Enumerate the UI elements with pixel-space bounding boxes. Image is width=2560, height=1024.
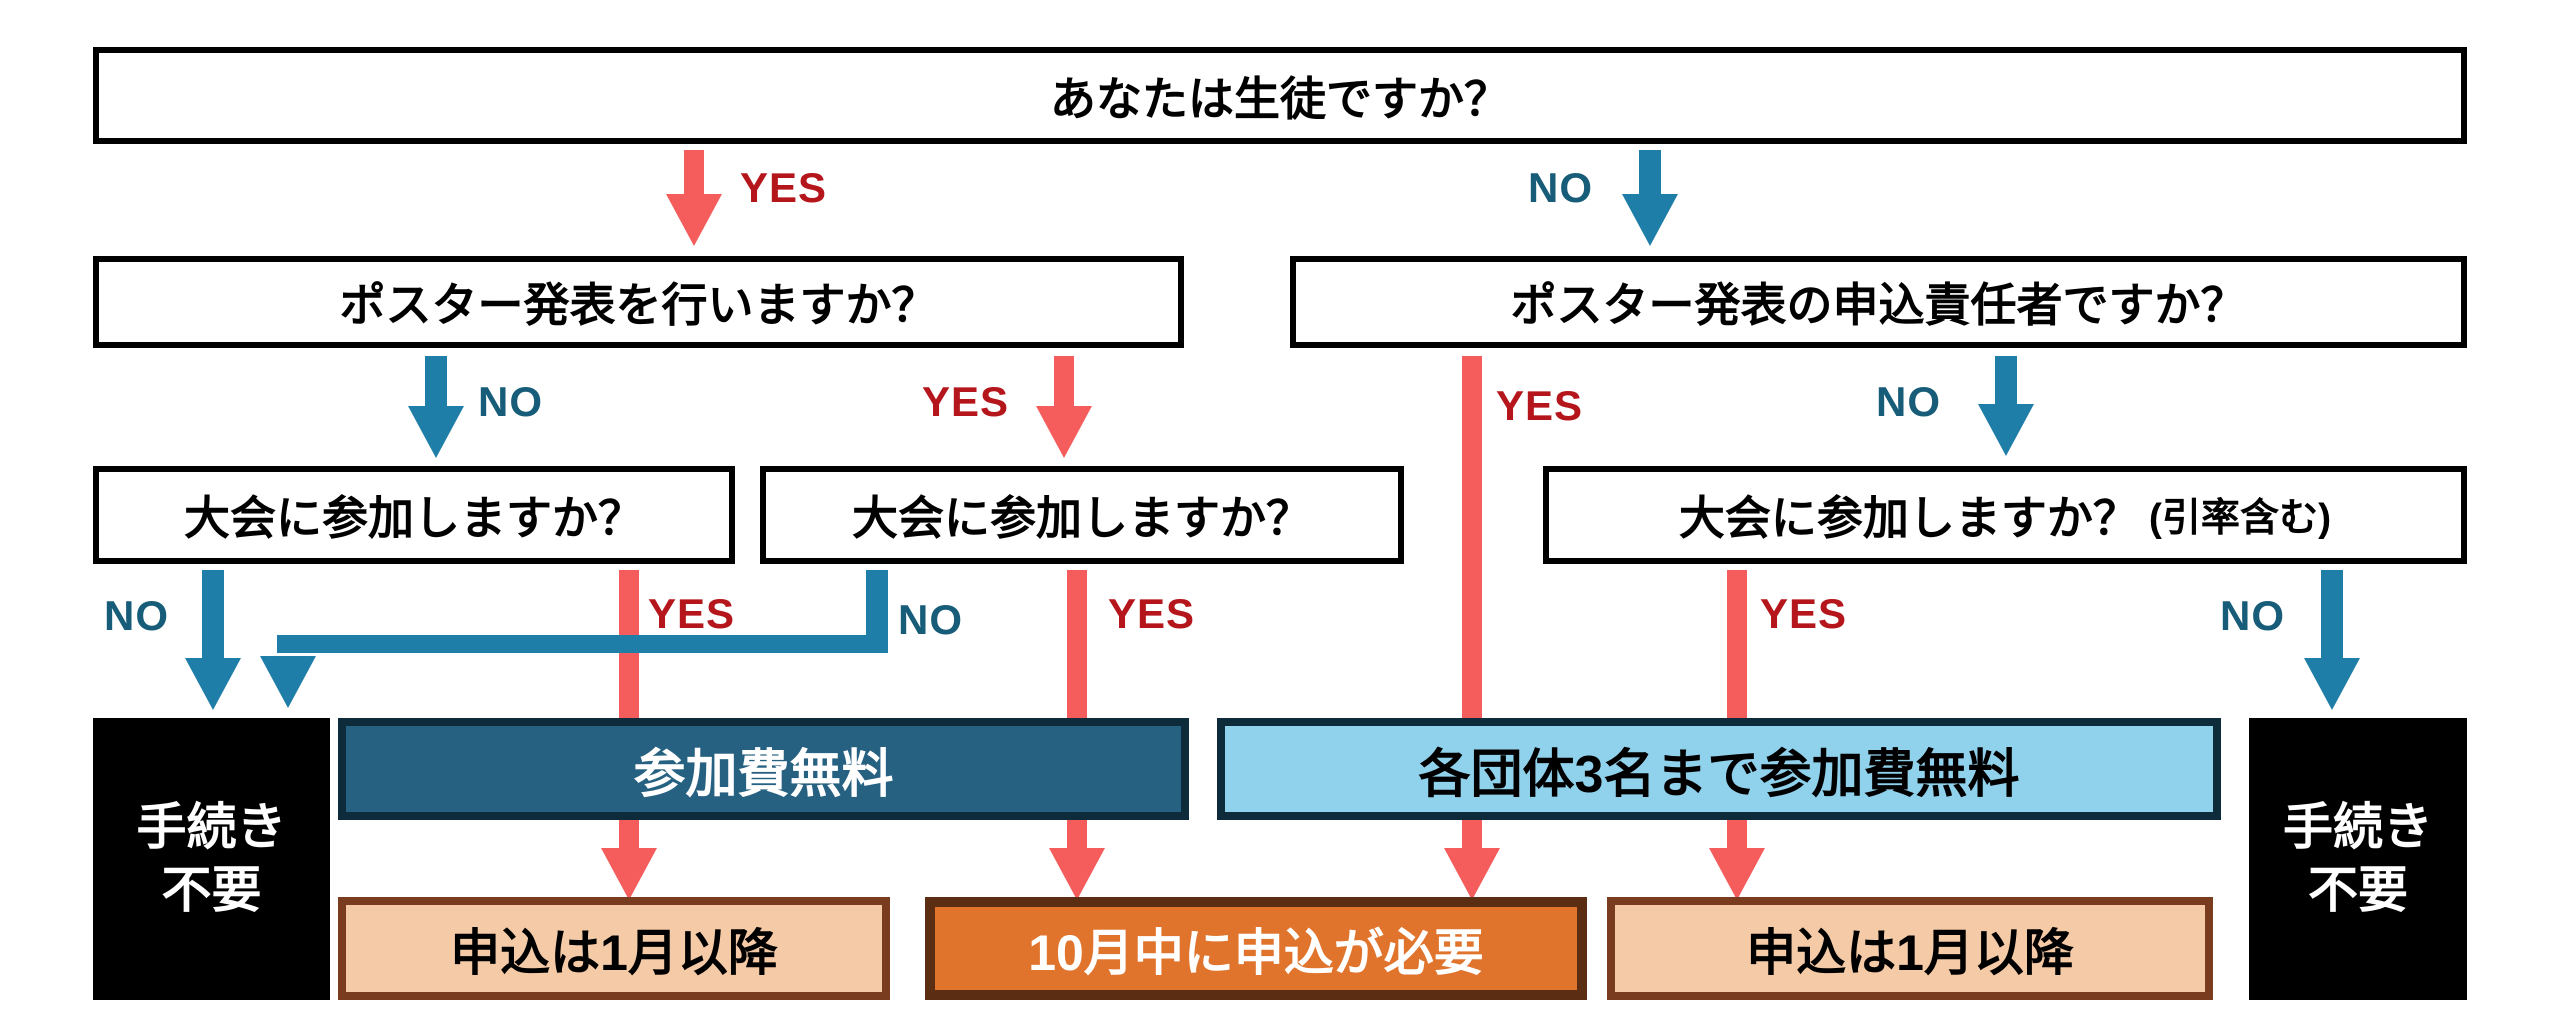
q1-yes-arrow-shaft (684, 150, 704, 196)
result-box-free-participation: 参加費無料 (338, 718, 1189, 820)
free-three-members-text: 各団体3名まで参加費無料 (1418, 745, 2020, 804)
question-text-application-manager: ポスター発表の申込責任者ですか？ (1510, 279, 2247, 331)
q3c-yes-cont-head-icon (1709, 848, 1765, 900)
question-box-attend-competition-c: 大会に参加しますか？ (引率含む) (1543, 466, 2467, 564)
result-box-no-procedure-left: 手続き 不要 (93, 718, 330, 1000)
question-text-attend-a: 大会に参加しますか？ (184, 492, 644, 544)
q3a-yes-cont-head-icon (601, 848, 657, 900)
no-procedure-left-line2: 不要 (161, 862, 262, 918)
result-box-apply-january-left: 申込は1月以降 (338, 897, 890, 1000)
q3b-no-label: NO (898, 596, 963, 643)
q3a-no-label: NO (104, 592, 169, 639)
result-box-no-procedure-right: 手続き 不要 (2249, 718, 2467, 1000)
q3a-no-arrow-shaft (202, 570, 224, 662)
q3b-yes-cont-head-icon (1049, 848, 1105, 900)
q3c-yes-cont-shaft (1727, 820, 1747, 852)
q2r-yes-line (1462, 356, 1482, 718)
q3c-no-arrow-head-icon (2304, 658, 2360, 710)
q3b-yes-line (1067, 570, 1087, 718)
apply-january-right-text: 申込は1月以降 (1746, 924, 2074, 981)
question-text-are-you-student: あなたは生徒ですか？ (1050, 72, 1510, 125)
question-box-attend-competition-a: 大会に参加しますか？ (93, 466, 735, 564)
apply-january-left-text: 申込は1月以降 (450, 924, 778, 981)
question-text-poster-presentation: ポスター発表を行いますか？ (339, 279, 938, 331)
q1-no-label: NO (1528, 164, 1593, 211)
result-box-apply-october: 10月中に申込が必要 (925, 897, 1587, 1000)
q3b-yes-label: YES (1108, 590, 1196, 637)
q1-yes-arrow-head-icon (666, 194, 722, 246)
free-participation-text: 参加費無料 (633, 745, 894, 804)
q1-no-arrow-head-icon (1622, 194, 1678, 246)
no-procedure-right-line1: 手続き (2283, 799, 2433, 855)
question-text-attend-b: 大会に参加しますか？ (852, 492, 1312, 544)
q2l-no-arrow-head-icon (408, 406, 464, 458)
q3c-no-label: NO (2220, 592, 2285, 639)
q3a-yes-cont-shaft (619, 820, 639, 852)
question-box-attend-competition-b: 大会に参加しますか？ (760, 466, 1404, 564)
q2l-yes-label: YES (922, 378, 1010, 425)
q3a-yes-label: YES (648, 590, 736, 637)
q3b-no-arrow-head-icon (260, 656, 316, 708)
result-box-apply-january-right: 申込は1月以降 (1607, 897, 2213, 1000)
question-box-are-you-student: あなたは生徒ですか？ (93, 47, 2467, 144)
question-box-application-manager: ポスター発表の申込責任者ですか？ (1290, 256, 2467, 348)
q1-yes-label: YES (740, 164, 828, 211)
q1-no-arrow-shaft (1639, 150, 1661, 196)
q3b-yes-cont-shaft (1067, 820, 1087, 852)
q2r-yes-cont-shaft (1462, 820, 1482, 852)
q2r-no-arrow-shaft (1995, 356, 2017, 406)
no-procedure-left-line1: 手続き (136, 799, 287, 855)
question-text-attend-c: 大会に参加しますか？ (1678, 492, 2139, 544)
q2l-no-arrow-shaft (425, 356, 447, 408)
q2l-no-label: NO (478, 378, 543, 425)
q3b-no-elbow-bar (277, 635, 888, 653)
q3b-no-elbow-stub (866, 570, 888, 653)
q3c-no-arrow-shaft (2321, 570, 2343, 662)
no-procedure-right-line2: 不要 (2308, 862, 2408, 918)
apply-october-text: 10月中に申込が必要 (1028, 924, 1484, 981)
q2r-no-arrow-head-icon (1978, 404, 2034, 456)
q3c-yes-label: YES (1760, 590, 1848, 637)
q2l-yes-arrow-shaft (1054, 356, 1074, 408)
q3c-yes-line (1727, 570, 1747, 718)
result-box-free-three-members: 各団体3名まで参加費無料 (1217, 718, 2221, 820)
question-text-attend-c-note: (引率含む) (2148, 497, 2332, 540)
q3a-no-arrow-head-icon (185, 658, 241, 710)
q2r-no-label: NO (1876, 378, 1941, 425)
q2r-yes-cont-head-icon (1444, 848, 1500, 900)
q2r-yes-label: YES (1496, 382, 1584, 429)
q2l-yes-arrow-head-icon (1036, 406, 1092, 458)
question-box-poster-presentation: ポスター発表を行いますか？ (93, 256, 1184, 348)
